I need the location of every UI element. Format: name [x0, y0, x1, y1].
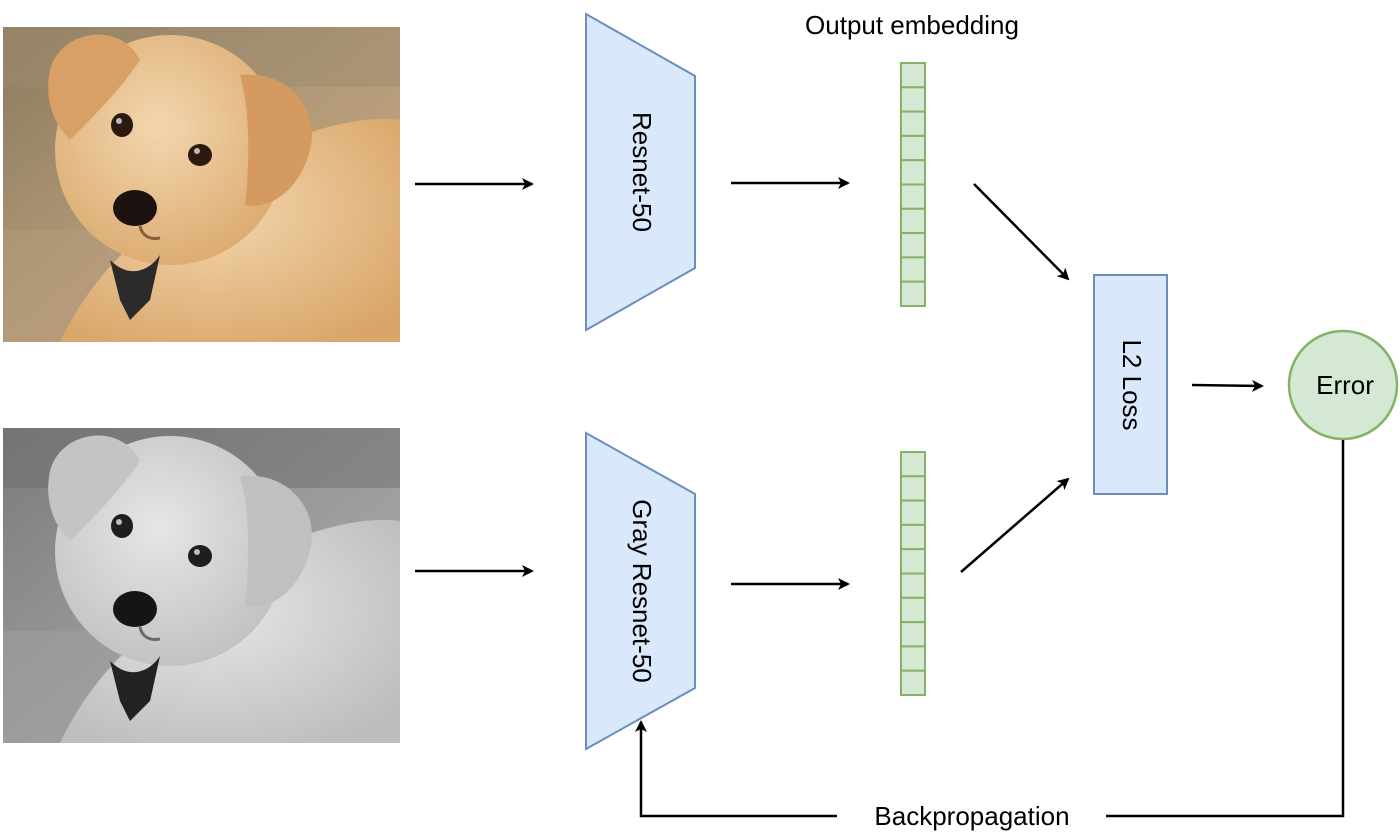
embedding-cell	[900, 572, 926, 599]
embedding-cell	[900, 183, 926, 210]
embedding-cell	[900, 475, 926, 502]
embedding-cell	[900, 596, 926, 624]
embedding-cell	[900, 280, 926, 308]
error-node: Error	[1287, 329, 1399, 441]
backpropagation-label: Backpropagation	[874, 801, 1069, 831]
embedding-cell	[900, 159, 926, 186]
embedding-cell	[900, 232, 926, 259]
gray-resnet-50-block: Gray Resnet-50	[585, 431, 696, 751]
embedding-cell	[900, 669, 926, 697]
output-embedding-label: Output embedding	[805, 10, 1019, 40]
backprop-line-right	[1106, 440, 1345, 818]
embedding-cell	[900, 86, 926, 113]
gray-puppy-image	[3, 428, 400, 743]
embedding-cell	[900, 62, 926, 89]
output-embedding-top	[900, 62, 926, 308]
resnet-50-label: Resnet-50	[627, 112, 657, 232]
embedding-cell	[900, 134, 926, 162]
embedding-cell	[900, 256, 926, 283]
embedding-cell	[900, 110, 926, 137]
embedding-cell	[900, 523, 926, 551]
arrow-embedding-top-to-loss	[973, 183, 1070, 281]
gray-resnet-50-label: Gray Resnet-50	[627, 499, 657, 683]
color-puppy-image	[3, 27, 400, 342]
embedding-cell	[900, 499, 926, 526]
error-label: Error	[1316, 370, 1374, 400]
embedding-cell	[900, 621, 926, 648]
embedding-cell	[900, 645, 926, 672]
l2-loss-block: L2 Loss	[1093, 274, 1168, 495]
arrow-embedding-bottom-to-loss	[960, 477, 1070, 573]
embedding-cell	[900, 548, 926, 575]
embedding-cell	[900, 451, 926, 478]
resnet-50-block: Resnet-50	[585, 12, 696, 332]
l2-loss-label: L2 Loss	[1117, 339, 1147, 430]
embedding-cell	[900, 207, 926, 235]
output-embedding-bottom	[900, 451, 926, 697]
arrow-loss-to-error	[1191, 379, 1264, 392]
backprop-line-left	[635, 720, 837, 818]
